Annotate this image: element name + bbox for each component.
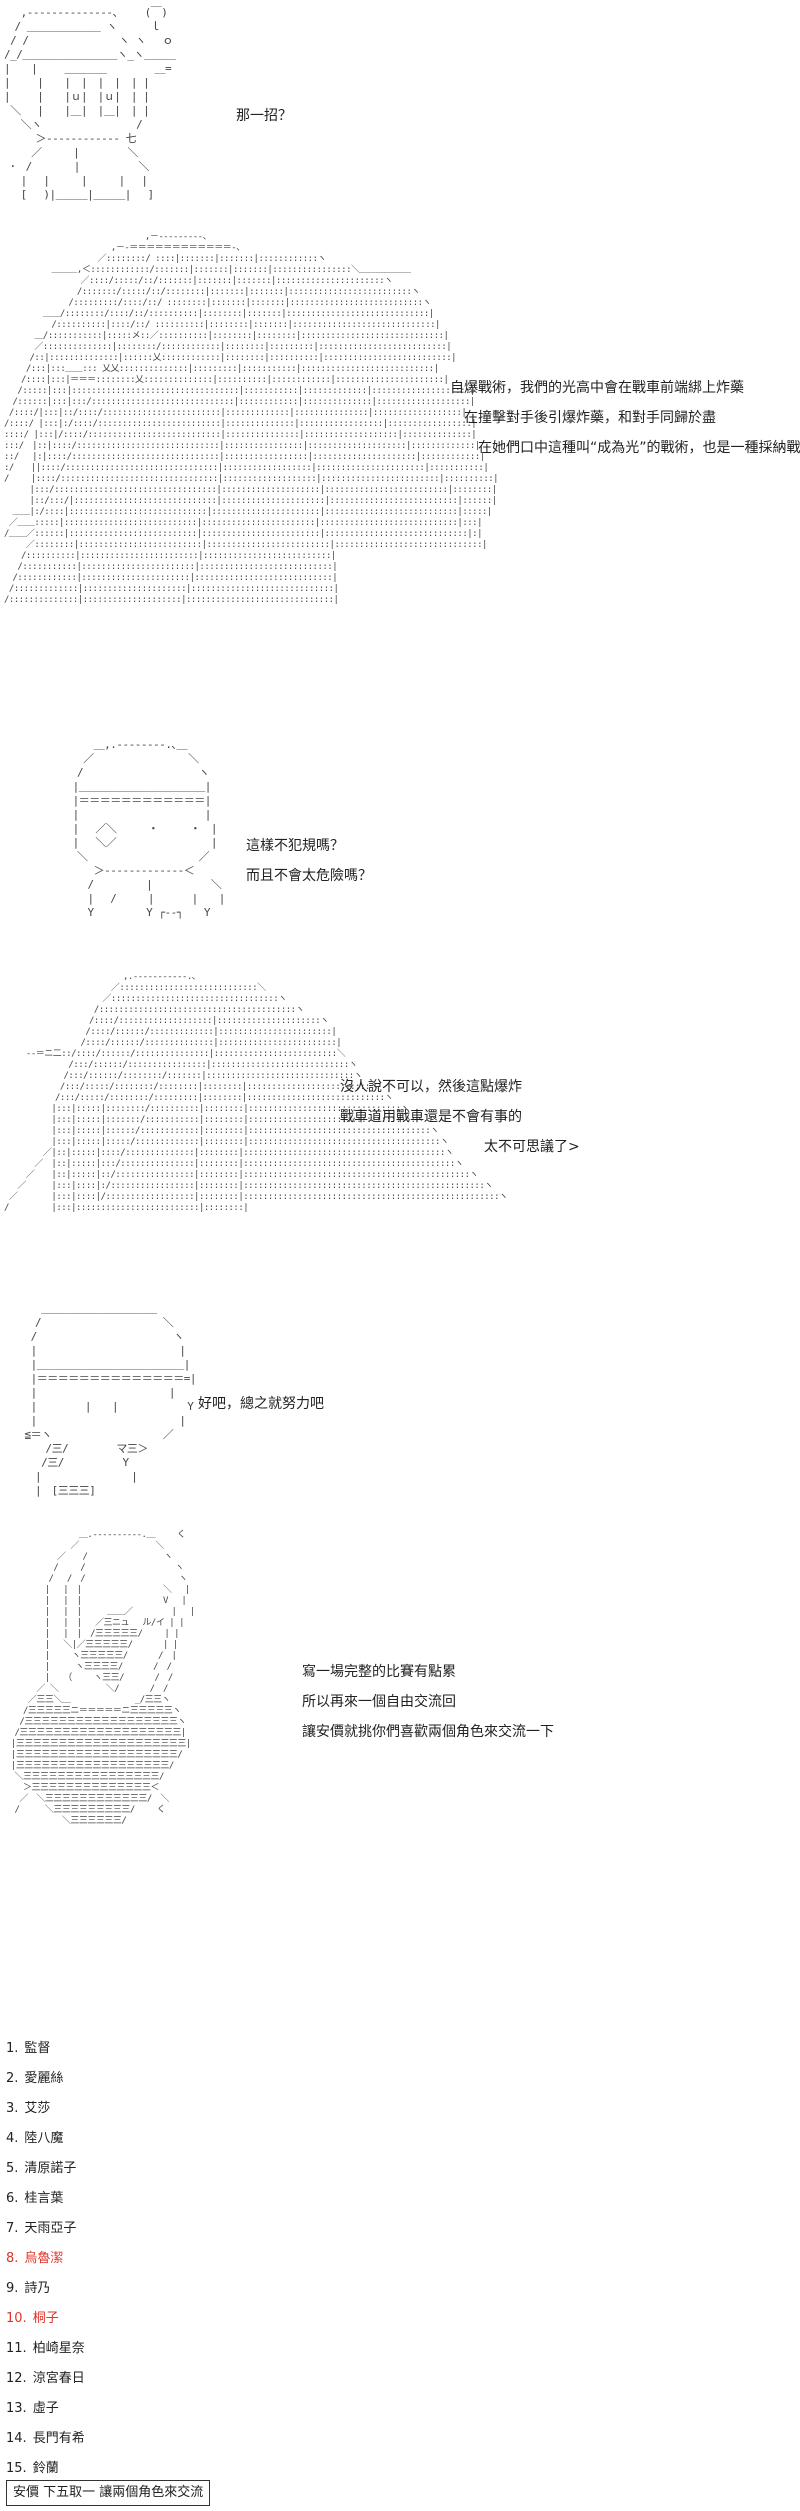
list-item-name: 柏崎星奈 <box>32 2341 85 2356</box>
dialogue-line: 讓安價就挑你們喜歡兩個角色來交流一下 <box>302 1724 554 1740</box>
dialogue-line: 這樣不犯規嗎？ <box>246 838 344 854</box>
list-item-number: 5. <box>6 2161 19 2176</box>
list-item-highlighted: 10. 桐子 <box>6 2310 59 2328</box>
list-item: 9. 詩乃 <box>6 2280 50 2298</box>
list-item-name: 詩乃 <box>24 2281 51 2296</box>
list-item-name: 桂言葉 <box>24 2191 64 2206</box>
dialogue-line: 戰車道用戰車還是不會有事的 <box>340 1109 522 1125</box>
list-item-number: 14. <box>6 2431 27 2446</box>
list-item: 6. 桂言葉 <box>6 2190 63 2208</box>
list-item: 1. 監督 <box>6 2040 50 2058</box>
ascii-art-character-cap-2: ＿＿＿＿＿＿＿＿＿＿＿ / ＼ / ヽ | | |＿＿＿＿＿＿＿＿＿＿＿＿＿＿|… <box>24 1302 196 1497</box>
list-item-number: 7. <box>6 2221 19 2236</box>
list-item-name: 長門有希 <box>32 2431 85 2446</box>
list-item-number: 13. <box>6 2401 27 2416</box>
list-item-name: 虛子 <box>32 2401 59 2416</box>
list-item-highlighted: 8. 烏魯潔 <box>6 2250 63 2268</box>
list-item: 15. 鈴蘭 <box>6 2460 59 2478</box>
ascii-art-character-cap: ,-‐‐‐‐‐‐‐‐‐‐‐‐‐、 (￣) / ＿＿＿＿＿＿＿ ヽ ｌ / / ヽ… <box>4 6 176 201</box>
dialogue-line: 寫一場完整的比賽有點累 <box>302 1664 456 1680</box>
list-item: 2. 愛麗絲 <box>6 2070 63 2088</box>
ascii-art-character-long-hair: ,.‐‐‐‐‐‐‐‐‐‐‐.､ ／:::::::::::::::::::::::… <box>4 972 508 1213</box>
list-item-number: 6. <box>6 2191 19 2206</box>
dialogue-line: 好吧，總之就努力吧 <box>198 1396 324 1412</box>
list-item-number: 3. <box>6 2101 19 2116</box>
list-item-name: 烏魯潔 <box>24 2251 64 2266</box>
list-item-name: 鈴蘭 <box>32 2461 59 2476</box>
list-item: 11. 柏崎星奈 <box>6 2340 85 2358</box>
vote-instruction-box: 安價 下五取一 讓兩個角色來交流 <box>6 2480 211 2506</box>
dialogue-line: 在她們口中這種叫“成為光”的戰術，也是一種採納戰術 <box>478 440 800 456</box>
dialogue-line: 而且不會太危險嗎？ <box>246 868 372 884</box>
dialogue-line: 太不可思議了> <box>484 1139 580 1155</box>
list-item: 4. 陸八魔 <box>6 2130 63 2148</box>
list-item: 5. 清原諾子 <box>6 2160 76 2178</box>
dialogue-line: 所以再來一個自由交流回 <box>302 1694 456 1710</box>
list-item-name: 清原諾子 <box>24 2161 77 2176</box>
list-item-number: 9. <box>6 2281 19 2296</box>
list-item-number: 1. <box>6 2041 19 2056</box>
list-item: 7. 天雨亞子 <box>6 2220 76 2238</box>
list-item-name: 桐子 <box>32 2311 59 2326</box>
dialogue-line: 自爆戰術，我們的光高中會在戰車前端綁上炸藥 <box>450 380 744 396</box>
list-item-number: 2. <box>6 2071 19 2086</box>
list-item-name: 艾莎 <box>24 2101 51 2116</box>
list-item-number: 10. <box>6 2311 27 2326</box>
list-item-number: 4. <box>6 2131 19 2146</box>
list-item-number: 15. <box>6 2461 27 2476</box>
list-item-number: 8. <box>6 2251 19 2266</box>
ascii-art-character-helmet: ＿,.‐‐‐‐‐‐‐‐.､＿ ／ ＼ / ヽ |＿＿＿＿＿＿＿＿＿＿＿＿| |＝… <box>72 738 226 919</box>
dialogue-line: 沒人說不可以，然後這點爆炸 <box>340 1079 522 1095</box>
list-item-name: 愛麗絲 <box>24 2071 64 2086</box>
list-item: 3. 艾莎 <box>6 2100 50 2118</box>
list-item-name: 陸八魔 <box>24 2131 64 2146</box>
dialogue-line: 在撞擊對手後引爆炸藥，和對手同歸於盡 <box>464 410 716 426</box>
ascii-art-group-figures: ,－‐‐‐‐‐‐‐‐‐、 ,－‐＝＝＝＝＝＝＝＝＝＝＝＝‐、 ／::::::::… <box>4 232 499 605</box>
ascii-art-character-round: ＿.‐‐‐‐‐‐‐‐‐‐.＿ く ／ ＼ ／ / ヽ / / ヽ / / / ヽ… <box>10 1530 195 1826</box>
list-item: 14. 長門有希 <box>6 2430 85 2448</box>
list-item-number: 12. <box>6 2371 27 2386</box>
dialogue-line: 那一招？ <box>236 108 292 124</box>
list-item: 13. 虛子 <box>6 2400 59 2418</box>
list-item: 12. 涼宮春日 <box>6 2370 85 2388</box>
list-item-number: 11. <box>6 2341 27 2356</box>
list-item-name: 監督 <box>24 2041 51 2056</box>
list-item-name: 天雨亞子 <box>24 2221 77 2236</box>
list-item-name: 涼宮春日 <box>32 2371 85 2386</box>
